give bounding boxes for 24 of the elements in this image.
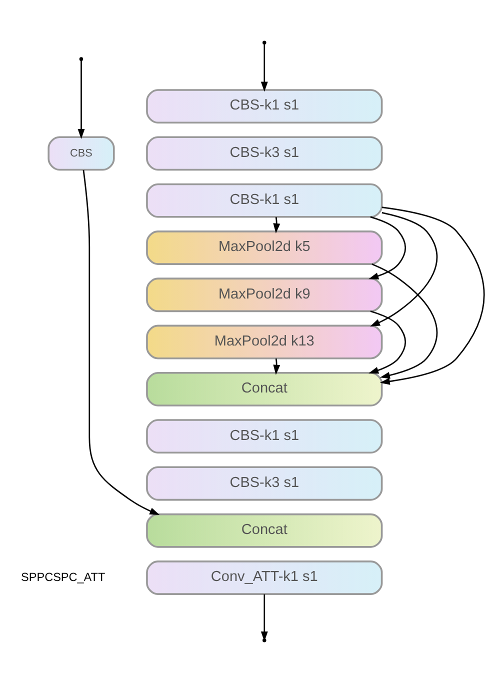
arrow bbox=[372, 262, 438, 378]
arrow bbox=[370, 212, 438, 326]
node-box: MaxPool2d k5 bbox=[146, 230, 383, 264]
node-box: CBS bbox=[48, 136, 115, 170]
node-box: Concat bbox=[146, 512, 383, 548]
arrow bbox=[273, 216, 280, 233]
node-box: CBS-k1 s1 bbox=[146, 418, 383, 454]
arrow bbox=[260, 594, 268, 641]
node-box: MaxPool2d k9 bbox=[146, 277, 383, 312]
node-box: CBS-k3 s1 bbox=[146, 136, 383, 170]
node-box: CBS-k1 s1 bbox=[146, 182, 383, 218]
arrow bbox=[368, 216, 406, 279]
label: SPPCSPC_ATT bbox=[21, 570, 106, 584]
node-box: CBS-k3 s1 bbox=[146, 466, 383, 500]
arrow bbox=[368, 310, 406, 374]
arrow bbox=[380, 206, 485, 384]
arrow bbox=[82, 169, 160, 514]
arrow bbox=[78, 60, 85, 138]
arrow bbox=[260, 43, 268, 92]
arrow bbox=[273, 358, 280, 374]
node-box: MaxPool2d k13 bbox=[146, 324, 383, 359]
node-box: Concat bbox=[146, 371, 383, 406]
node-box: Conv_ATT-k1 s1 bbox=[146, 560, 383, 594]
node-box: CBS-k1 s1 bbox=[146, 88, 383, 124]
